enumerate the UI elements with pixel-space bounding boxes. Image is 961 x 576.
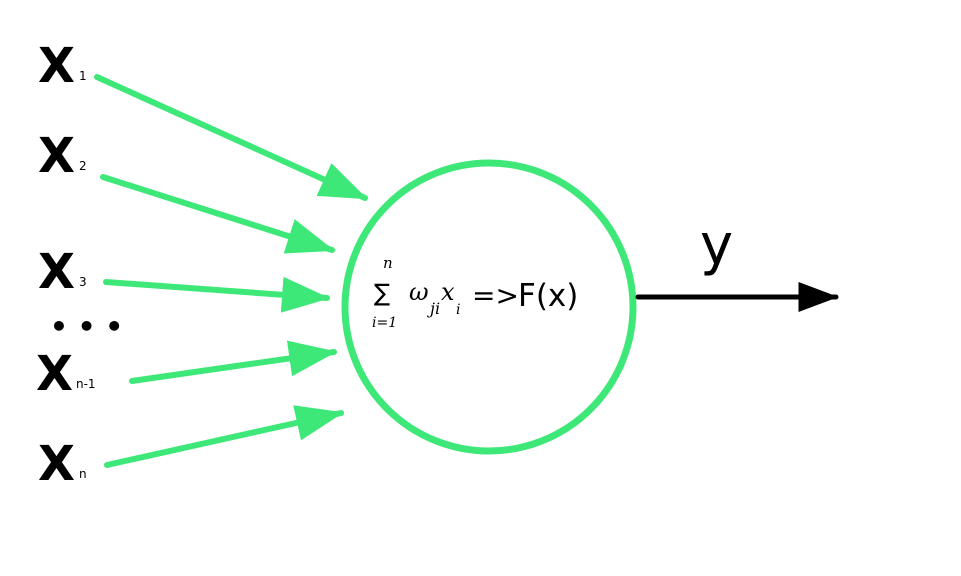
weight-symbol: ω	[409, 278, 429, 306]
input-variable-subscript: i	[456, 302, 460, 318]
input-variable: x	[441, 278, 455, 306]
input-x3: X 3	[38, 244, 87, 300]
edge-x2	[100, 174, 335, 254]
maps-to-symbol: =>	[472, 279, 519, 312]
input-x1: X 1	[38, 38, 87, 94]
edge-x1	[94, 74, 368, 201]
activation-function: F(x)	[518, 278, 578, 314]
input-xn-1-symbol: X	[36, 346, 73, 402]
input-x3-symbol: X	[38, 244, 75, 300]
input-x2: X 2	[38, 128, 87, 184]
neuron-formula: n ∑ i=1 ω ji x i => F(x)	[372, 254, 578, 331]
input-x1-symbol: X	[38, 38, 75, 94]
sum-symbol: ∑	[374, 279, 390, 307]
input-x2-symbol: X	[38, 128, 75, 184]
input-x1-subscript: 1	[79, 69, 87, 83]
input-xn-symbol: X	[38, 436, 75, 492]
sum-lower-limit: i=1	[372, 315, 397, 331]
input-x2-subscript: 2	[79, 159, 87, 173]
neuron-node	[341, 159, 637, 455]
input-xn-subscript: n	[79, 467, 87, 481]
input-xn-1-subscript: n-1	[76, 377, 96, 391]
ellipsis: • • •	[50, 310, 123, 343]
edge-x3	[103, 276, 330, 313]
edge-xn-1	[129, 340, 337, 384]
edge-xn	[104, 405, 344, 468]
input-xn-1: X n-1	[36, 346, 96, 402]
output-label: y	[700, 213, 733, 278]
weight-subscript: ji	[427, 299, 440, 318]
input-xn: X n	[38, 436, 87, 492]
sum-upper-limit: n	[383, 254, 393, 272]
input-x3-subscript: 3	[79, 275, 87, 289]
